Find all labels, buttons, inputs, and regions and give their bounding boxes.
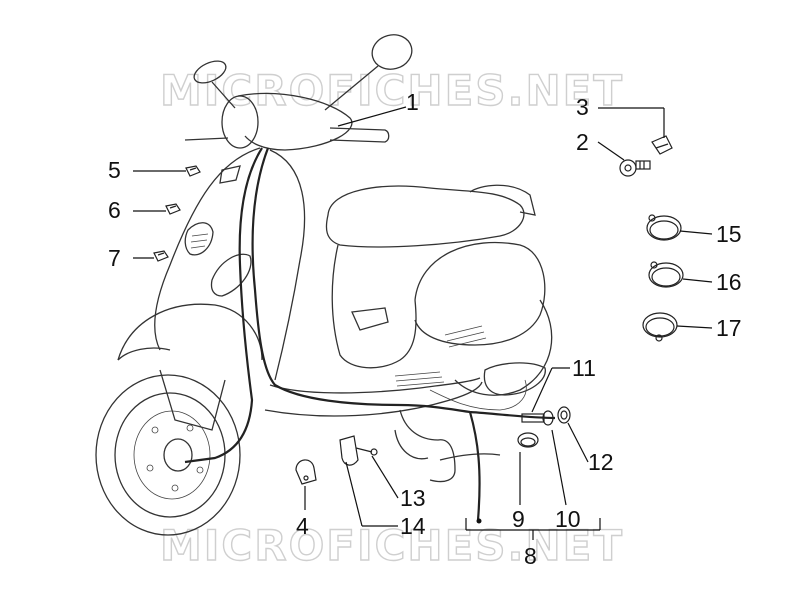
callout-15: 15 [716, 221, 742, 247]
part-6-clip [165, 203, 181, 215]
watermark-top: MICROFICHES.NET [160, 66, 624, 115]
part-16-clamp [648, 261, 684, 288]
callout-6: 6 [108, 197, 121, 223]
part-2-screw [619, 159, 651, 177]
front-fender [117, 303, 263, 361]
part-10-sleeve [521, 410, 554, 426]
callout-17: 17 [716, 315, 742, 341]
callout-2: 2 [576, 129, 589, 155]
callout-13: 13 [400, 485, 426, 511]
part-17-clamp [642, 312, 678, 342]
right-mirror [324, 34, 413, 111]
leader-dot [476, 518, 482, 524]
callout-3: 3 [576, 94, 589, 120]
part-14-bracket [339, 435, 359, 466]
front-wheel [95, 369, 241, 536]
part-13-screw [355, 447, 378, 456]
engine-area [394, 379, 527, 483]
part-9-clamp [517, 432, 539, 448]
front-brake-cable [184, 147, 263, 464]
left-mirror [193, 60, 236, 109]
callout-16: 16 [716, 269, 742, 295]
handlebar [184, 92, 390, 151]
callout-14: 14 [400, 513, 426, 539]
part-7-clip [153, 250, 169, 262]
part-5-clip [185, 165, 201, 177]
callout-4: 4 [296, 513, 309, 539]
callout-labels: 1 2 3 4 5 6 7 8 9 10 11 12 13 14 15 16 1… [108, 89, 742, 569]
seat [325, 184, 536, 248]
scooter-illustration [95, 34, 556, 536]
callout-5: 5 [108, 157, 121, 183]
leader-lines [133, 106, 713, 540]
callout-7: 7 [108, 245, 121, 271]
callout-11: 11 [572, 355, 596, 381]
cable-lower-run [468, 411, 481, 521]
watermark-bottom: MICROFICHES.NET [160, 521, 624, 570]
part-3-clip-nut [651, 135, 673, 155]
part-15-clamp [646, 214, 682, 241]
callout-10: 10 [555, 506, 581, 532]
callout-1: 1 [406, 89, 419, 115]
callout-9: 9 [512, 506, 525, 532]
rear-brake-cable [251, 147, 556, 420]
part-4-clamp [295, 459, 317, 485]
rear-body [331, 241, 553, 396]
front-shield [154, 147, 306, 381]
callout-12: 12 [588, 449, 614, 475]
part-12-grommet [557, 406, 571, 424]
callout-8: 8 [524, 543, 537, 569]
